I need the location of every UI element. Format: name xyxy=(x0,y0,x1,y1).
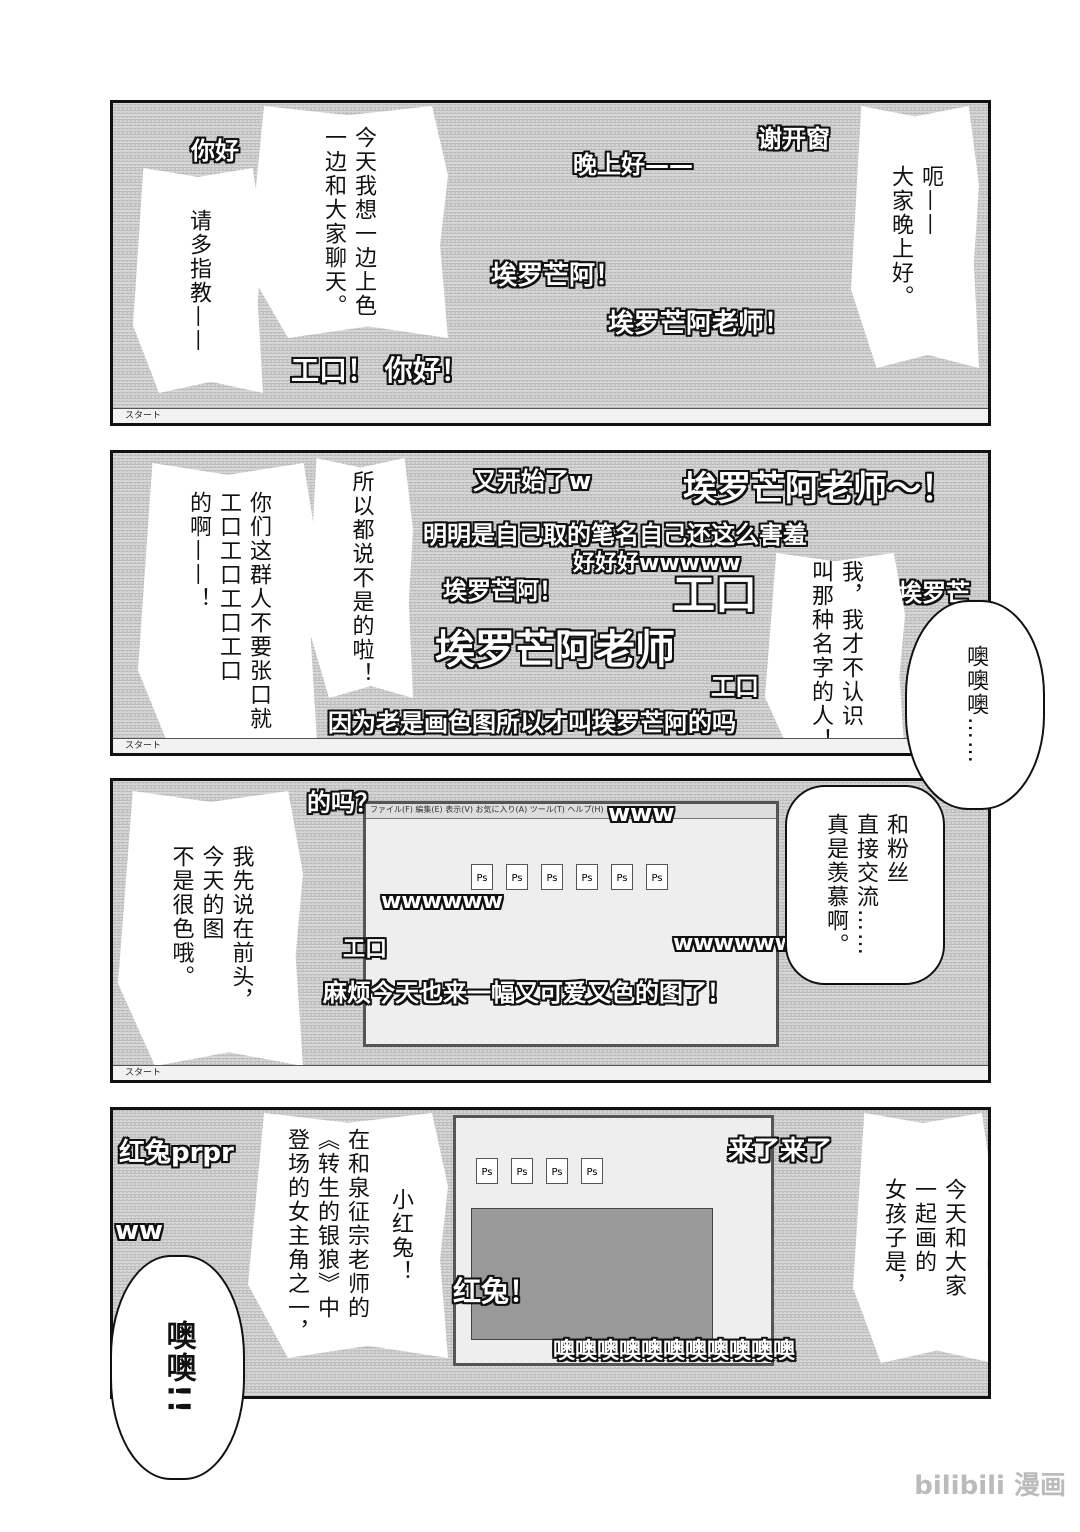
speech-bubble: 我先说在前头， 今天的图 不是很色哦。 xyxy=(118,791,303,1066)
photoshop-file-icon[interactable]: Ps xyxy=(581,1158,603,1184)
speech-bubble: 在和泉征宗老师的 《转生的银狼》中 登场的女主角之一， 小红兔！ xyxy=(248,1113,448,1358)
speech-bubble: 你们这群人不要张口就 工口工口工口工口 的啊——！ xyxy=(138,463,318,753)
speech-bubble: 和粉丝 直接交流…… 真是羡慕啊。 xyxy=(785,785,945,985)
speech-bubble: 所以都说不是的啦！ xyxy=(308,458,413,698)
photoshop-file-icon[interactable]: Ps xyxy=(476,1158,498,1184)
shout-bubble: 噢噢!! xyxy=(110,1255,245,1480)
chat-message: 工口 xyxy=(673,570,758,619)
bubble-text: 你们这群人不要张口就 工口工口工口工口 的啊——！ xyxy=(186,491,271,731)
chat-message: 麻烦今天也来一幅又可爱又色的图了！ xyxy=(323,979,731,1007)
photoshop-file-icon[interactable]: Ps xyxy=(541,864,563,890)
panel-2: 又开始了w 埃罗芒阿老师～！ 明明是自己取的笔名自己还这么害羞 好好好wwwww… xyxy=(110,450,991,756)
photoshop-window[interactable]: Ps Ps Ps Ps xyxy=(453,1115,774,1366)
chat-message: 工口 xyxy=(711,673,759,701)
chat-message: 噢噢噢噢噢噢噢噢噢噢噢 xyxy=(553,1339,796,1364)
speech-bubble: 请多指教—— xyxy=(133,168,263,393)
bubble-text: 噢噢噢…… xyxy=(963,645,988,765)
chat-message: www xyxy=(608,799,675,827)
bubble-text: 今天我想一边上色 一边和大家聊天。 xyxy=(321,126,376,318)
chat-message: 埃罗芒阿老师 xyxy=(435,627,675,673)
photoshop-file-icon[interactable]: Ps xyxy=(646,864,668,890)
chat-message: 的吗？ xyxy=(307,789,379,817)
bubble-text: 请多指教—— xyxy=(186,208,211,353)
speech-bubble: 呃—— 大家晚上好。 xyxy=(851,106,979,368)
chat-message: 工口 xyxy=(343,937,388,962)
chat-message: 埃罗芒阿老师！ xyxy=(608,309,791,339)
chat-message: 工口！ 你好！ xyxy=(291,354,469,387)
chat-message: 红兔！ xyxy=(453,1275,538,1308)
bubble-text: 噢噢!! xyxy=(160,1319,196,1416)
panel-1: 你好 晚上好—— 谢开窗 埃罗芒阿！ 埃罗芒阿老师！ 工口！ 你好！ 今天我想一… xyxy=(110,100,991,426)
photoshop-file-icon[interactable]: Ps xyxy=(471,864,493,890)
chat-message: wwwwww xyxy=(381,889,503,914)
chat-message: 埃罗芒阿！ xyxy=(491,261,622,291)
photoshop-splash xyxy=(471,1208,713,1340)
bubble-text: 小红兔！ xyxy=(388,1187,413,1284)
photoshop-file-icon[interactable]: Ps xyxy=(511,1158,533,1184)
chat-message: 红兔prpr xyxy=(119,1138,234,1168)
chat-message: 埃罗芒阿老师～！ xyxy=(683,469,955,509)
taskbar-start[interactable]: スタート xyxy=(113,408,988,423)
photoshop-file-icon[interactable]: Ps xyxy=(546,1158,568,1184)
bubble-text: 呃—— 大家晚上好。 xyxy=(888,165,943,309)
bilibili-watermark: bilibili 漫画 xyxy=(914,1471,1066,1501)
bubble-text: 所以都说不是的啦！ xyxy=(348,470,374,686)
bubble-text: 我，我才不认识 叫那种名字的人！ xyxy=(808,560,863,752)
photoshop-file-icon[interactable]: Ps xyxy=(611,864,633,890)
taskbar-start[interactable]: スタート xyxy=(113,738,988,753)
bubble-text: 我先说在前头， 今天的图 不是很色哦。 xyxy=(168,844,254,1013)
speech-bubble: 今天和大家 一起画的 女孩子是， xyxy=(853,1113,988,1363)
chat-message: 又开始了w xyxy=(473,467,592,495)
file-explorer-window[interactable]: ファイル(F) 編集(E) 表示(V) お気に入り(A) ツール(T) ヘルプ(… xyxy=(363,801,779,1047)
chat-message: 来了来了 xyxy=(728,1136,833,1166)
bubble-text: 今天和大家 一起画的 女孩子是， xyxy=(881,1178,966,1298)
chat-message: 谢开窗 xyxy=(758,125,830,153)
panel-4: Ps Ps Ps Ps 红兔prpr 来了来了 ww 红兔！ 噢噢噢噢噢噢噢噢噢… xyxy=(110,1107,991,1399)
bubble-text: 和粉丝 直接交流…… 真是羡慕啊。 xyxy=(823,813,908,957)
chat-message: 你好 xyxy=(191,137,239,165)
chat-message: wwwwww xyxy=(673,931,795,956)
chat-message: 埃罗芒阿！ xyxy=(443,577,563,605)
taskbar-start[interactable]: スタート xyxy=(113,1065,988,1080)
photoshop-file-icon[interactable]: Ps xyxy=(576,864,598,890)
chat-message: 明明是自己取的笔名自己还这么害羞 xyxy=(423,521,807,549)
bubble-text: 在和泉征宗老师的 《转生的银狼》中 登场的女主角之一， xyxy=(284,1127,369,1344)
chat-message: ww xyxy=(115,1216,164,1246)
photoshop-file-icon[interactable]: Ps xyxy=(506,864,528,890)
speech-bubble: 我，我才不认识 叫那种名字的人！ xyxy=(765,553,905,753)
chat-message: 因为老是画色图所以才叫埃罗芒阿的吗 xyxy=(328,709,736,737)
window-menu[interactable]: ファイル(F) 編集(E) 表示(V) お気に入り(A) ツール(T) ヘルプ(… xyxy=(366,804,776,819)
thought-bubble: 噢噢噢…… xyxy=(905,600,1045,810)
chat-message: 晚上好—— xyxy=(573,151,693,179)
speech-bubble: 今天我想一边上色 一边和大家聊天。 xyxy=(248,106,448,338)
chat-message: 好好好wwwww xyxy=(573,551,741,576)
